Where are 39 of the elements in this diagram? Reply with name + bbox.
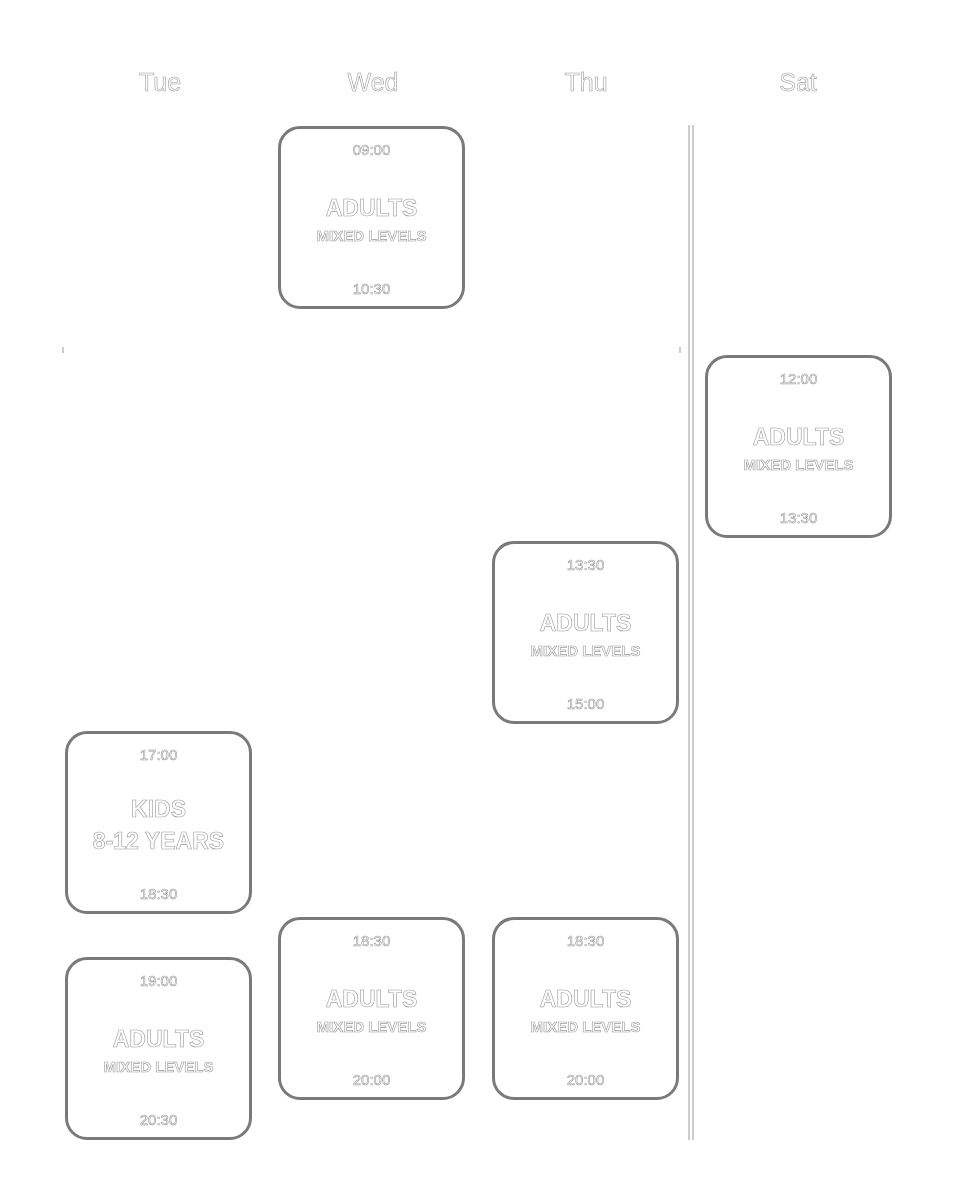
class-title: ADULTS xyxy=(325,985,418,1012)
day-heading: Thu xyxy=(564,67,608,98)
class-level: MIXED LEVELS xyxy=(316,226,427,245)
end-time: 13:30 xyxy=(779,509,818,527)
class-card xyxy=(65,957,252,1140)
start-time: 18:30 xyxy=(352,932,391,950)
day-heading: Tue xyxy=(138,67,182,98)
end-time: 18:30 xyxy=(139,885,178,903)
class-title: ADULTS xyxy=(112,1025,205,1052)
start-time: 13:30 xyxy=(566,556,605,574)
class-title: KIDS xyxy=(131,795,186,822)
class-level: MIXED LEVELS xyxy=(316,1017,427,1036)
day-heading: Sat xyxy=(779,67,817,98)
start-time: 17:00 xyxy=(139,746,178,764)
class-level: MIXED LEVELS xyxy=(530,641,641,660)
class-title: ADULTS xyxy=(325,194,418,221)
start-time: 18:30 xyxy=(566,932,605,950)
class-title: ADULTS xyxy=(539,985,632,1012)
end-time: 20:00 xyxy=(352,1071,391,1089)
start-time: 09:00 xyxy=(352,141,391,159)
class-card xyxy=(65,731,252,914)
class-level: MIXED LEVELS xyxy=(743,455,854,474)
start-time: 12:00 xyxy=(779,370,818,388)
class-title: ADULTS xyxy=(752,423,845,450)
class-card xyxy=(492,541,679,724)
class-card xyxy=(492,917,679,1100)
end-time: 20:00 xyxy=(566,1071,605,1089)
class-level: MIXED LEVELS xyxy=(530,1017,641,1036)
class-card xyxy=(705,355,892,538)
end-time: 10:30 xyxy=(352,280,391,298)
class-card xyxy=(278,126,465,309)
class-level: 8-12 YEARS xyxy=(92,827,225,854)
class-title: ADULTS xyxy=(539,609,632,636)
start-time: 19:00 xyxy=(139,972,178,990)
end-time: 15:00 xyxy=(566,695,605,713)
class-card xyxy=(278,917,465,1100)
day-heading: Wed xyxy=(347,67,399,98)
class-level: MIXED LEVELS xyxy=(103,1057,214,1076)
end-time: 20:30 xyxy=(139,1111,178,1129)
